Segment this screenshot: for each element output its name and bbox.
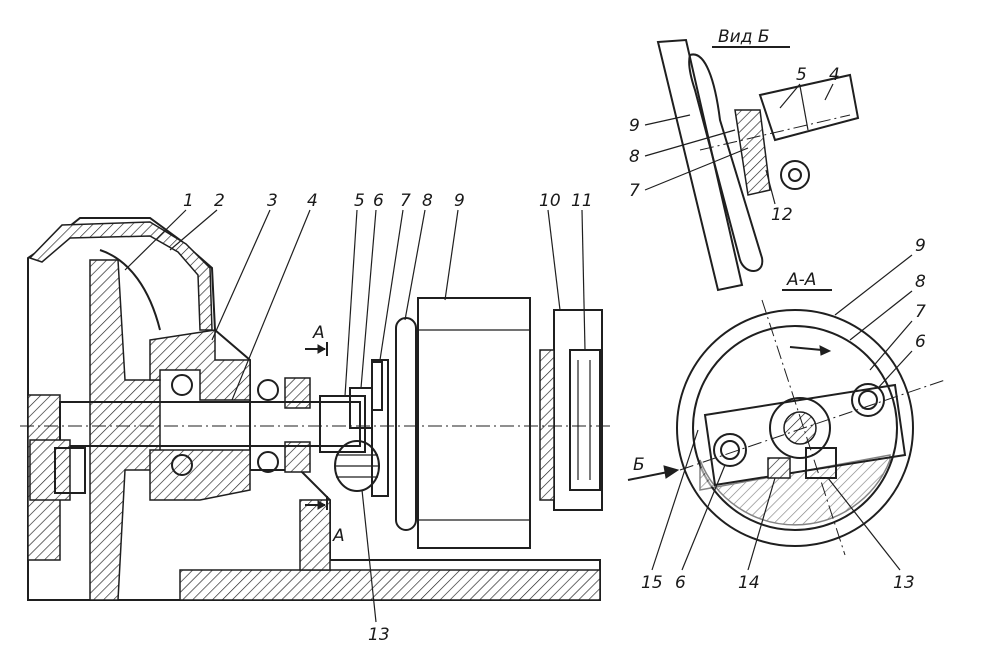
outer-rim — [676, 309, 914, 547]
base-plate — [703, 383, 907, 487]
aa-label-8: 8 — [915, 272, 926, 292]
stator-bracket — [539, 349, 555, 501]
seal-top — [284, 377, 311, 409]
housing-foot — [299, 499, 331, 571]
section-letter-top: А — [312, 323, 325, 343]
section-letter-bottom: А — [332, 526, 345, 546]
cam-disc — [334, 440, 380, 492]
section-marker-top: А — [305, 323, 328, 356]
ball-bearing-left-bottom — [171, 454, 193, 476]
label-4: 4 — [307, 191, 318, 211]
cam-13-block — [805, 447, 837, 479]
label-9: 9 — [454, 191, 465, 211]
view-b-shaft — [758, 73, 860, 142]
hub-inner — [54, 447, 86, 494]
section-marker-bottom: А — [305, 496, 345, 546]
view-b-eye — [780, 160, 810, 190]
contact-6-left — [713, 433, 747, 467]
bearing-housing — [149, 329, 251, 401]
bearing-housing-lower — [149, 449, 251, 501]
housing-base — [179, 569, 601, 601]
rotor-9 — [417, 297, 531, 549]
ball-bearing-right-top — [257, 379, 279, 401]
label-6: 6 — [373, 191, 384, 211]
label-2: 2 — [214, 191, 225, 211]
shaft-end — [319, 395, 366, 453]
view-b-plate-8 — [688, 53, 764, 272]
vb-label-8: 8 — [629, 147, 640, 167]
inner-rim — [692, 325, 898, 531]
main-assembly-view: А А 1 2 3 4 5 6 7 8 9 10 — [20, 191, 612, 645]
vb-label-12: 12 — [771, 205, 793, 225]
label-7: 7 — [400, 191, 411, 211]
aa-label-13: 13 — [893, 573, 915, 593]
vb-label-5: 5 — [796, 65, 807, 85]
label-11: 11 — [571, 191, 593, 211]
contact-spring — [372, 361, 383, 411]
shaft-section-outer — [769, 397, 831, 459]
arrow-b-label: Б — [633, 455, 645, 475]
ball-bearing-right-bottom — [257, 451, 279, 473]
label-8: 8 — [422, 191, 433, 211]
main-view-labels: 1 2 3 4 5 6 7 8 9 10 11 13 — [124, 191, 593, 645]
view-b-plate-9 — [656, 38, 744, 292]
view-b-bracket-7 — [734, 109, 771, 196]
plate-7 — [371, 359, 389, 497]
rotor-plate-8 — [395, 317, 417, 531]
vb-label-7: 7 — [629, 181, 640, 201]
label-10: 10 — [539, 191, 561, 211]
impeller-disc — [89, 259, 161, 601]
shaft — [59, 401, 361, 447]
label-1: 1 — [183, 191, 194, 211]
label-3: 3 — [267, 191, 278, 211]
shaft-section — [783, 411, 817, 445]
aa-label-7: 7 — [915, 302, 926, 322]
contact-6-right-inner — [858, 390, 878, 410]
label-5: 5 — [354, 191, 365, 211]
aa-label-9: 9 — [915, 236, 926, 256]
aa-label-6-left: 6 — [675, 573, 686, 593]
rotor-face-lower — [699, 454, 891, 526]
housing-wall-top — [28, 221, 213, 331]
view-b: Вид Б 5 4 9 8 7 12 — [629, 27, 860, 292]
contact-6-right — [851, 383, 885, 417]
aa-label-14: 14 — [738, 573, 760, 593]
aa-label-15: 15 — [641, 573, 663, 593]
view-b-labels: 5 4 9 8 7 12 — [629, 65, 840, 225]
view-arrow-b: Б — [627, 455, 680, 481]
ball-bearing-left-top — [171, 374, 193, 396]
contact-6-left-inner — [720, 440, 740, 460]
section-a-a: А-А Б 9 8 — [627, 236, 946, 593]
rotation-arrow — [789, 346, 823, 351]
label-13-main: 13 — [368, 625, 390, 645]
coil-11 — [569, 349, 601, 491]
impeller-blade — [99, 249, 161, 331]
view-b-eye-inner — [788, 168, 802, 182]
section-aa-title: А-А — [786, 270, 816, 290]
view-b-title: Вид Б — [718, 27, 770, 47]
screw-14 — [767, 457, 791, 479]
aa-label-6-right: 6 — [915, 332, 926, 352]
section-aa-labels: 9 8 7 6 15 6 14 13 — [641, 236, 926, 593]
hub — [29, 439, 71, 501]
vb-label-9: 9 — [629, 116, 640, 136]
vb-label-4: 4 — [829, 65, 840, 85]
